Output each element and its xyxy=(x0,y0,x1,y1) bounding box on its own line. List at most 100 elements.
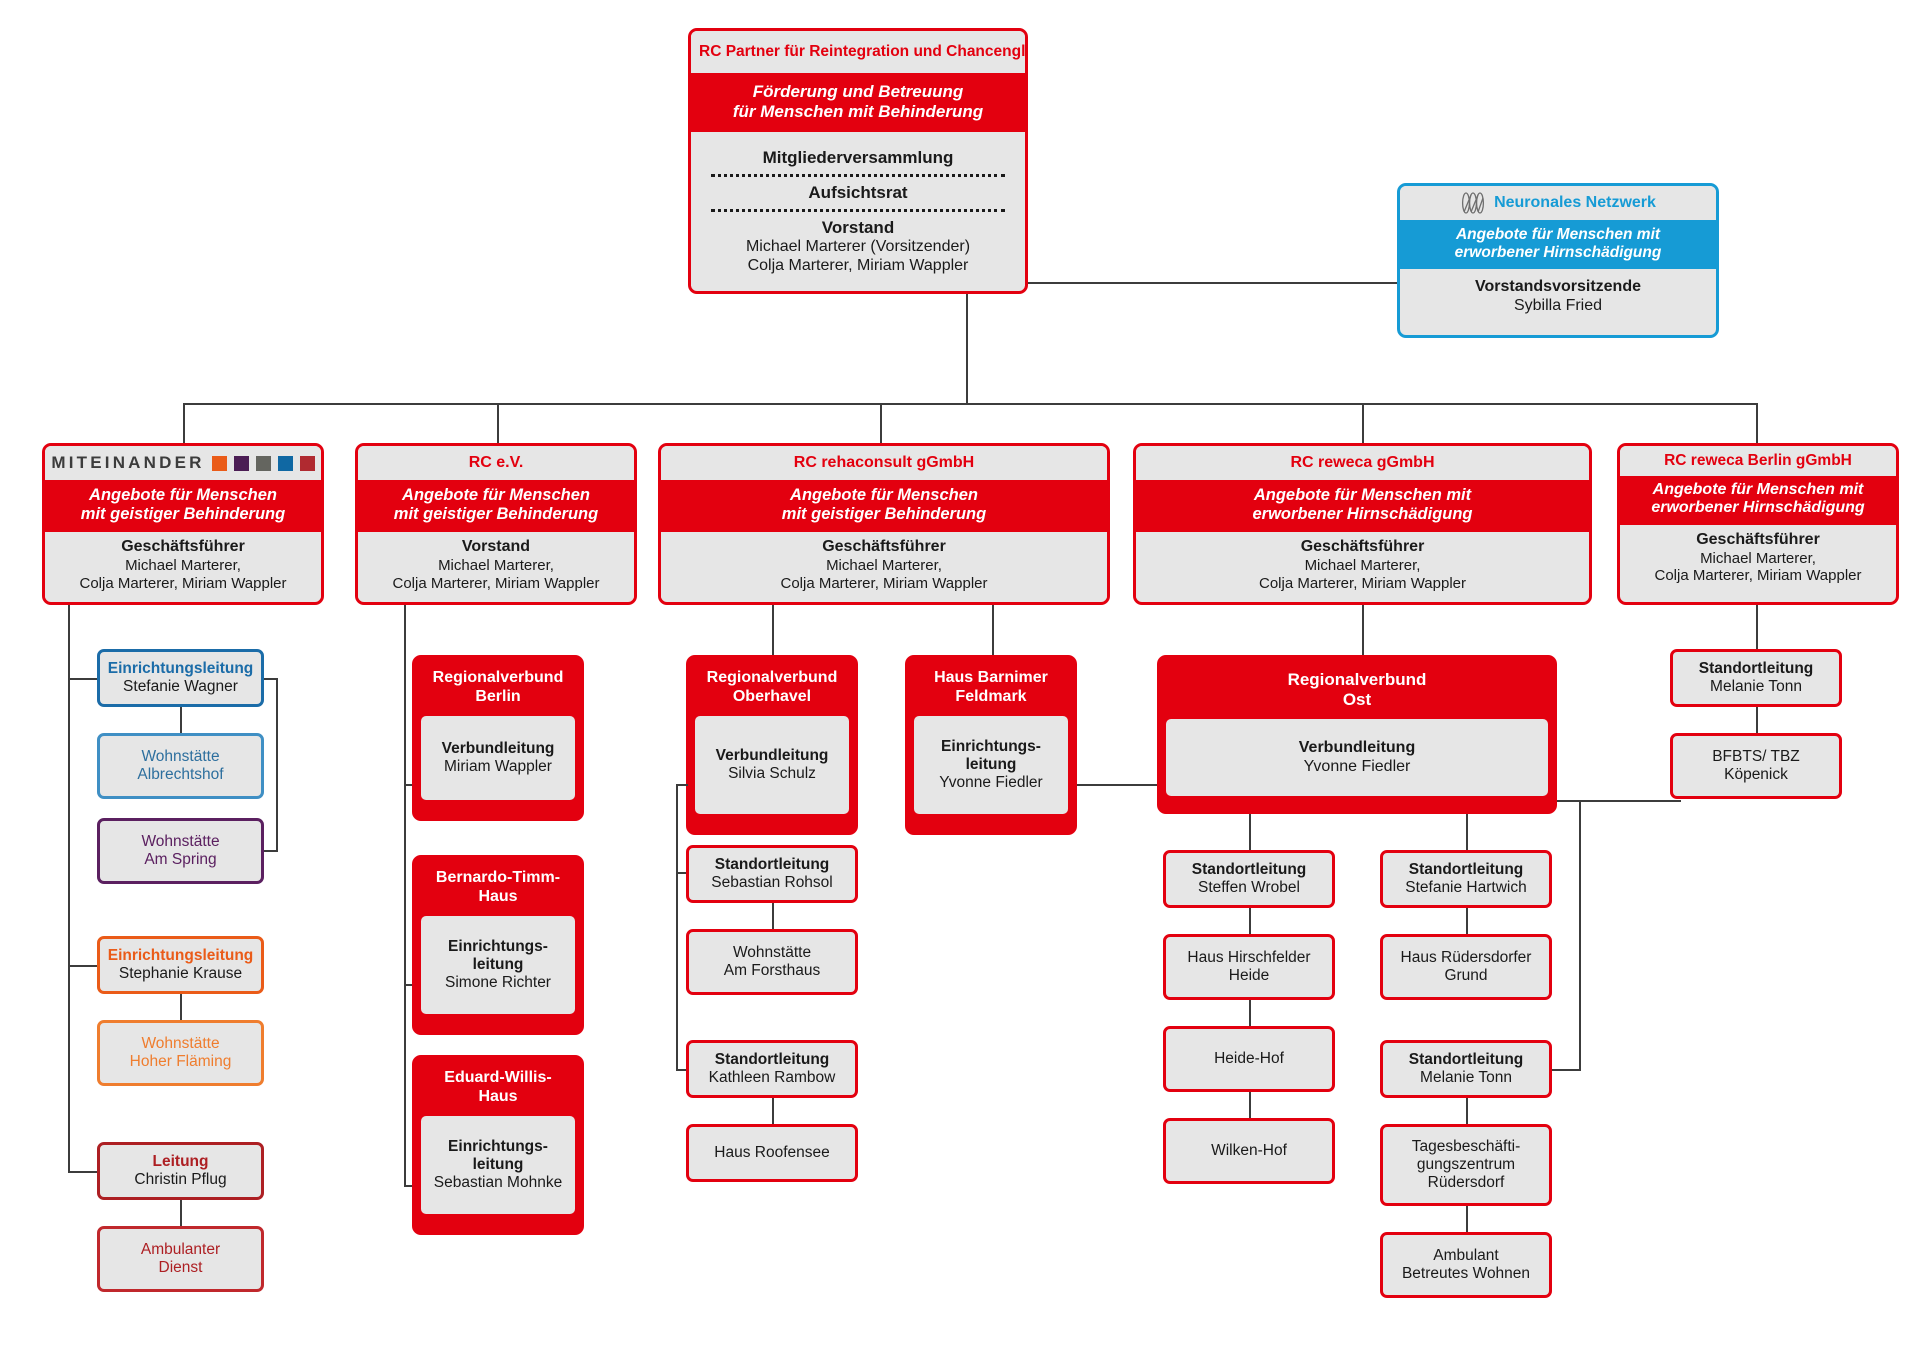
connector-miteinander-b1 xyxy=(68,678,98,680)
reweca-berlin-slogan: Angebote für Menschen mit erworbener Hir… xyxy=(1620,476,1896,525)
unit-person: Sebastian Mohnke xyxy=(433,1174,563,1192)
unit-haus-barnimer-feldmark: Haus Barnimer Feldmark Einrichtungs- lei… xyxy=(905,655,1077,835)
connector-heidehof-wilkenhof xyxy=(1249,1092,1251,1118)
connector-ost-to-bfbts xyxy=(1581,800,1681,802)
rehaconsult-people-2: Colja Marterer, Miriam Wappler xyxy=(780,574,988,592)
unit-body: Verbundleitung Miriam Wappler xyxy=(421,716,575,801)
unit-role-line1: Einrichtungs- xyxy=(941,737,1041,755)
unit-head-line1: Bernardo-Timm- xyxy=(435,869,561,886)
connector-tonn-tagesbeschaeftigung xyxy=(1466,1098,1468,1124)
node-title: Standortleitung xyxy=(714,1051,830,1069)
unit-regionalverbund-oberhavel: Regionalverbund Oberhavel Verbundleitung… xyxy=(686,655,858,835)
root-vorstand-person-1: Michael Marterer (Vorsitzender) xyxy=(745,238,971,256)
neuronal-body: Vorstandsvorsitzende Sybilla Fried xyxy=(1400,268,1716,321)
reweca-berlin-slogan-line2: erworbener Hirnschädigung xyxy=(1651,499,1865,517)
neuronal-slogan-line2: erworbener Hirnschädigung xyxy=(1454,243,1662,261)
node-standortleitung-rambow: Standortleitung Kathleen Rambow xyxy=(686,1040,858,1098)
node-wohnstaette-hoher-flaeming: Wohnstätte Hoher Fläming xyxy=(97,1020,264,1086)
connector-rambow-roofensee xyxy=(772,1098,774,1124)
neuronal-person: Sybilla Fried xyxy=(1513,296,1603,314)
neuronal-card: Neuronales Netzwerk Angebote für Mensche… xyxy=(1397,183,1719,338)
node-title: Standortleitung xyxy=(1191,861,1307,879)
miteinander-slogan: Angebote für Menschen mit geistiger Behi… xyxy=(45,480,321,532)
unit-body: Einrichtungs- leitung Sebastian Mohnke xyxy=(421,1116,575,1215)
node-line2: Albrechtshof xyxy=(137,766,224,783)
rehaconsult-slogan-line2: mit geistiger Behinderung xyxy=(781,504,987,523)
logo-square-5 xyxy=(299,455,315,471)
node-line2: Am Spring xyxy=(144,851,217,868)
unit-head-line2: Haus xyxy=(478,1087,518,1105)
node-title: Einrichtungsleitung xyxy=(107,947,254,965)
unit-person: Silvia Schulz xyxy=(728,765,816,783)
node-standortleitung-tonn-berlin: Standortleitung Melanie Tonn xyxy=(1670,649,1842,707)
node-line1: Haus Hirschfelder xyxy=(1187,949,1311,967)
node-line2: Hoher Fläming xyxy=(129,1053,232,1070)
connector-hartwich-ruedersdorfer xyxy=(1466,908,1468,934)
unit-head-line2: Oberhavel xyxy=(732,687,812,705)
node-line1: Ambulant xyxy=(1433,1247,1499,1265)
neuronal-slogan: Angebote für Menschen mit erworbener Hir… xyxy=(1400,220,1716,269)
node-line1: Tagesbeschäfti- xyxy=(1411,1138,1521,1156)
column-card-rehaconsult: RC rehaconsult gGmbH Angebote für Mensch… xyxy=(658,443,1110,605)
connector-tonn-right-spine xyxy=(1579,800,1581,1069)
connector-rcev-b2 xyxy=(404,984,418,986)
unit-role-line2: leitung xyxy=(472,1155,524,1173)
connector-ost-right-drop xyxy=(1466,814,1468,850)
logo-square-2 xyxy=(233,455,249,471)
node-line1: Heide-Hof xyxy=(1214,1050,1284,1068)
unit-bernardo-timm-haus: Bernardo-Timm- Haus Einrichtungs- leitun… xyxy=(412,855,584,1035)
reweca-name: RC reweca gGmbH xyxy=(1136,446,1589,480)
node-person: Melanie Tonn xyxy=(1710,678,1802,695)
node-heide-hof: Heide-Hof xyxy=(1163,1026,1335,1092)
rc-ev-role: Vorstand xyxy=(461,537,531,555)
node-person: Kathleen Rambow xyxy=(708,1069,836,1086)
node-person: Christin Pflug xyxy=(134,1171,227,1188)
reweca-berlin-body: Geschäftsführer Michael Marterer, Colja … xyxy=(1620,524,1896,592)
rc-ev-name: RC e.V. xyxy=(358,446,634,480)
connector-tonn-bfbts xyxy=(1756,707,1758,733)
node-line3: Rüdersdorf xyxy=(1427,1173,1505,1191)
miteinander-logo-row: MITEINANDER xyxy=(45,446,321,480)
reweca-slogan-line2: erworbener Hirnschädigung xyxy=(1252,504,1473,523)
node-haus-roofensee: Haus Roofensee xyxy=(686,1124,858,1182)
connector-ost-left-drop xyxy=(1249,814,1251,850)
unit-head: Regionalverbund Oberhavel xyxy=(689,658,855,716)
node-wilken-hof: Wilken-Hof xyxy=(1163,1118,1335,1184)
rc-ev-people-2: Colja Marterer, Miriam Wappler xyxy=(392,574,600,592)
connector-drop-rehaconsult xyxy=(880,403,882,443)
unit-head-line1: Regionalverbund xyxy=(1287,670,1427,689)
unit-head-line1: Haus Barnimer xyxy=(934,669,1048,686)
node-person: Stephanie Krause xyxy=(118,965,243,982)
root-body: Mitgliederversammlung Aufsichtsrat Vorst… xyxy=(691,132,1025,286)
unit-body: Verbundleitung Yvonne Fiedler xyxy=(1166,719,1548,797)
node-person: Stefanie Hartwich xyxy=(1405,879,1527,896)
connector-reweca-down xyxy=(1362,605,1364,655)
node-line1: Haus Rüdersdorfer xyxy=(1400,949,1532,967)
unit-head-line1: Regionalverbund xyxy=(706,669,838,686)
node-haus-hirschfelder-heide: Haus Hirschfelder Heide xyxy=(1163,934,1335,1000)
unit-body: Einrichtungs- leitung Yvonne Fiedler xyxy=(914,716,1068,815)
connector-drop-miteinander xyxy=(183,403,185,443)
root-divider-2 xyxy=(711,209,1005,213)
node-line1: Wilken-Hof xyxy=(1211,1142,1287,1160)
neuronal-role: Vorstandsvorsitzende xyxy=(1475,277,1641,295)
connector-drop-rcev xyxy=(497,403,499,443)
rc-ev-body: Vorstand Michael Marterer, Colja Martere… xyxy=(358,531,634,599)
reweca-role: Geschäftsführer xyxy=(1300,537,1425,555)
rehaconsult-slogan-line1: Angebote für Menschen xyxy=(790,486,978,504)
connector-wrobel-hirschfelder xyxy=(1249,908,1251,934)
root-name: RC Partner für Reintegration und Chancen… xyxy=(691,31,1025,73)
node-einrichtungsleitung-wagner: Einrichtungsleitung Stefanie Wagner xyxy=(97,649,264,707)
node-line1: Wohnstätte xyxy=(141,748,220,766)
rehaconsult-slogan: Angebote für Menschen mit geistiger Behi… xyxy=(661,480,1107,532)
reweca-people-1: Michael Marterer, xyxy=(1304,556,1421,574)
connector-hirschfelder-heidehof xyxy=(1249,1000,1251,1026)
node-line2: Grund xyxy=(1444,967,1488,984)
connector-miteinander-b3 xyxy=(68,1171,98,1173)
unit-head-line2: Feldmark xyxy=(955,687,1027,705)
connector-miteinander-spine xyxy=(68,605,70,1172)
unit-head: Regionalverbund Ost xyxy=(1160,658,1554,719)
connector-oberhavel-b1 xyxy=(676,872,688,874)
node-line1: Wohnstätte xyxy=(732,944,812,962)
node-line1: Ambulanter xyxy=(140,1241,221,1259)
